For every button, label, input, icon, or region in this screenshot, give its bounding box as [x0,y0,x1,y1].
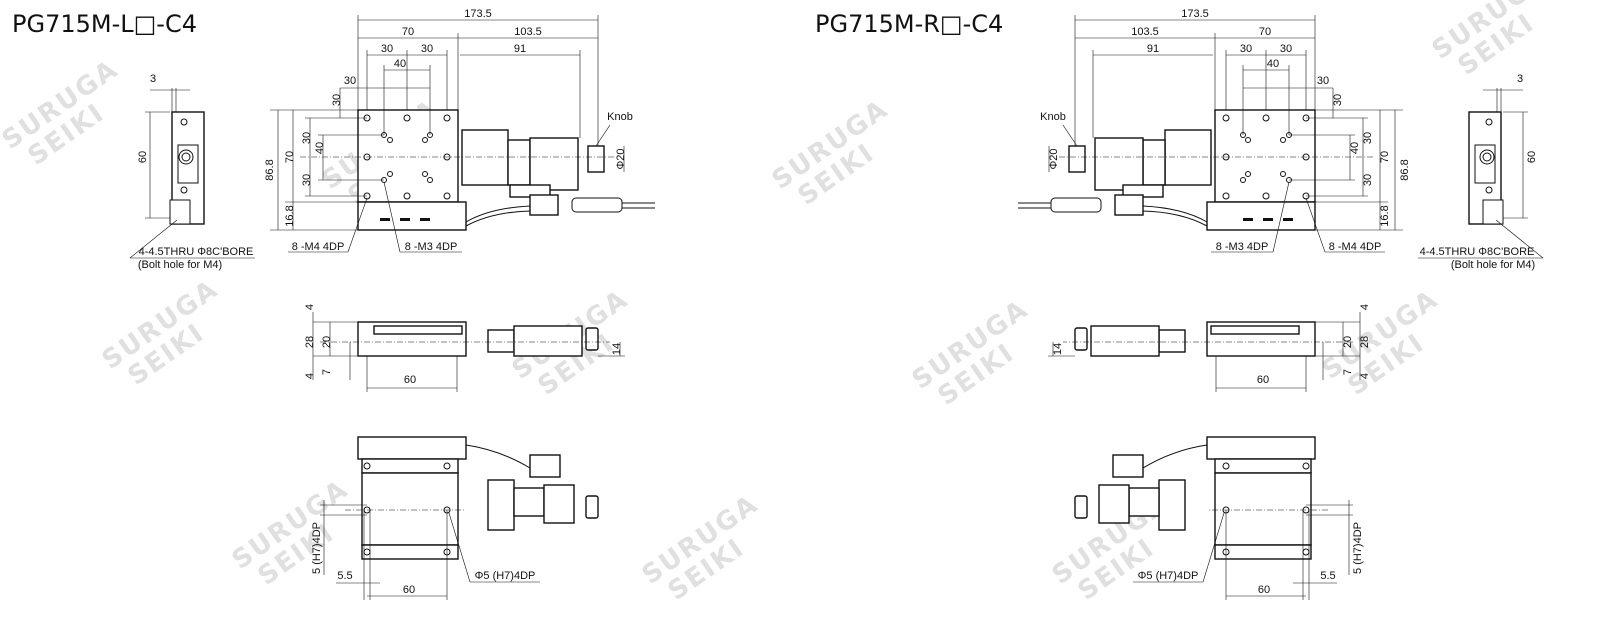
m4-label: 8 -M4 4DP [292,241,345,253]
right-dim-30-v-b: 30 [1362,174,1374,186]
dim-40: 40 [394,58,406,70]
right-bolt-label: 4-4.5THRU Φ8C'BORE [1420,246,1535,258]
dim-91: 91 [514,43,526,55]
right-knob-label: Knob [1040,111,1066,123]
right-phi5-label: Φ5 (H7)4DP [1138,570,1199,582]
dim-20: 20 [321,336,333,348]
dim-60-mid: 60 [404,374,416,386]
watermark: SURUGA SEIKI [0,54,124,172]
dim-30-v-b: 30 [301,174,313,186]
right-dim-91: 91 [1147,43,1159,55]
watermark: SURUGA SEIKI [767,94,894,212]
dim-side-3: 3 [150,73,156,85]
right-m4-label: 8 -M4 4DP [1329,241,1382,253]
bolt-label: 4-4.5THRU Φ8C'BORE [139,246,254,258]
dim-60-bottom: 60 [403,584,415,596]
dim-5-5: 5.5 [337,570,352,582]
dim-40-v: 40 [314,142,326,154]
right-dim-side-3: 3 [1517,73,1523,85]
dim-5-h7: 5 (H7)4DP [311,522,323,574]
watermark: SURUGA SEIKI [907,294,1034,412]
dim-side-60: 60 [137,151,149,163]
dim-14: 14 [611,343,623,355]
dim-30-top: 30 [344,75,356,87]
right-dim-4-top: 4 [1359,304,1371,310]
dim-28: 28 [304,336,316,348]
dim-86-8: 86.8 [264,159,276,180]
right-dim-70-v: 70 [1379,151,1391,163]
right-bolt-label-2: (Bolt hole for M4) [1451,259,1535,271]
dim-30-v: 30 [331,94,343,106]
dim-phi20: Φ20 [615,148,627,169]
dim-4-bottom: 4 [304,373,316,379]
right-dim-phi20: Φ20 [1048,148,1060,169]
right-dim-28: 28 [1359,336,1371,348]
right-dim-40-v: 40 [1349,142,1361,154]
dim-103-5: 103.5 [514,26,542,38]
right-dim-86-8: 86.8 [1399,159,1411,180]
right-dim-103-5: 103.5 [1131,26,1159,38]
watermarks: SURUGA SEIKI SURUGA SEIKI SURUGA SEIKI S… [0,0,1554,607]
dim-7: 7 [321,369,333,375]
watermark: SURUGA SEIKI [637,489,764,607]
knob-label: Knob [607,111,633,123]
left-title: PG715M-L□-C4 [12,10,197,38]
right-dim-5-5: 5.5 [1320,570,1335,582]
right-dim-side-60: 60 [1526,151,1538,163]
dim-30a: 30 [381,43,393,55]
right-title: PG715M-R□-C4 [815,10,1003,38]
right-dim-60-mid: 60 [1257,374,1269,386]
dim-16-8: 16.8 [284,205,296,226]
dim-70: 70 [402,26,414,38]
dim-70-v: 70 [284,151,296,163]
bolt-label-2: (Bolt hole for M4) [138,259,222,271]
right-dim-20: 20 [1342,336,1354,348]
right-dim-14: 14 [1052,343,1064,355]
right-dim-30b: 30 [1240,43,1252,55]
phi5-label: Φ5 (H7)4DP [475,570,536,582]
dim-overall: 173.5 [464,8,492,20]
right-dim-60-bottom: 60 [1258,584,1270,596]
dim-4-top: 4 [304,304,316,310]
right-variant-drawing [1017,14,1544,601]
right-dim-70: 70 [1259,26,1271,38]
right-dim-16-8: 16.8 [1379,205,1391,226]
right-dim-30a: 30 [1280,43,1292,55]
right-dim-40: 40 [1267,58,1279,70]
right-m3-label: 8 -M3 4DP [1216,241,1269,253]
right-dim-30-v-a: 30 [1362,132,1374,144]
watermark: SURUGA SEIKI [97,274,224,392]
right-dim-30-v: 30 [1332,94,1344,106]
right-dim-overall: 173.5 [1181,8,1209,20]
right-dim-7: 7 [1342,369,1354,375]
right-dim-4-bottom: 4 [1359,373,1371,379]
dim-30-v-a: 30 [301,132,313,144]
right-dim-5-h7: 5 (H7)4DP [1352,522,1364,574]
m3-label: 8 -M3 4DP [405,241,458,253]
watermark: SURUGA SEIKI [1317,284,1444,402]
right-dim-30-top: 30 [1317,75,1329,87]
watermark: SURUGA SEIKI [1427,0,1554,82]
dim-30b: 30 [421,43,433,55]
